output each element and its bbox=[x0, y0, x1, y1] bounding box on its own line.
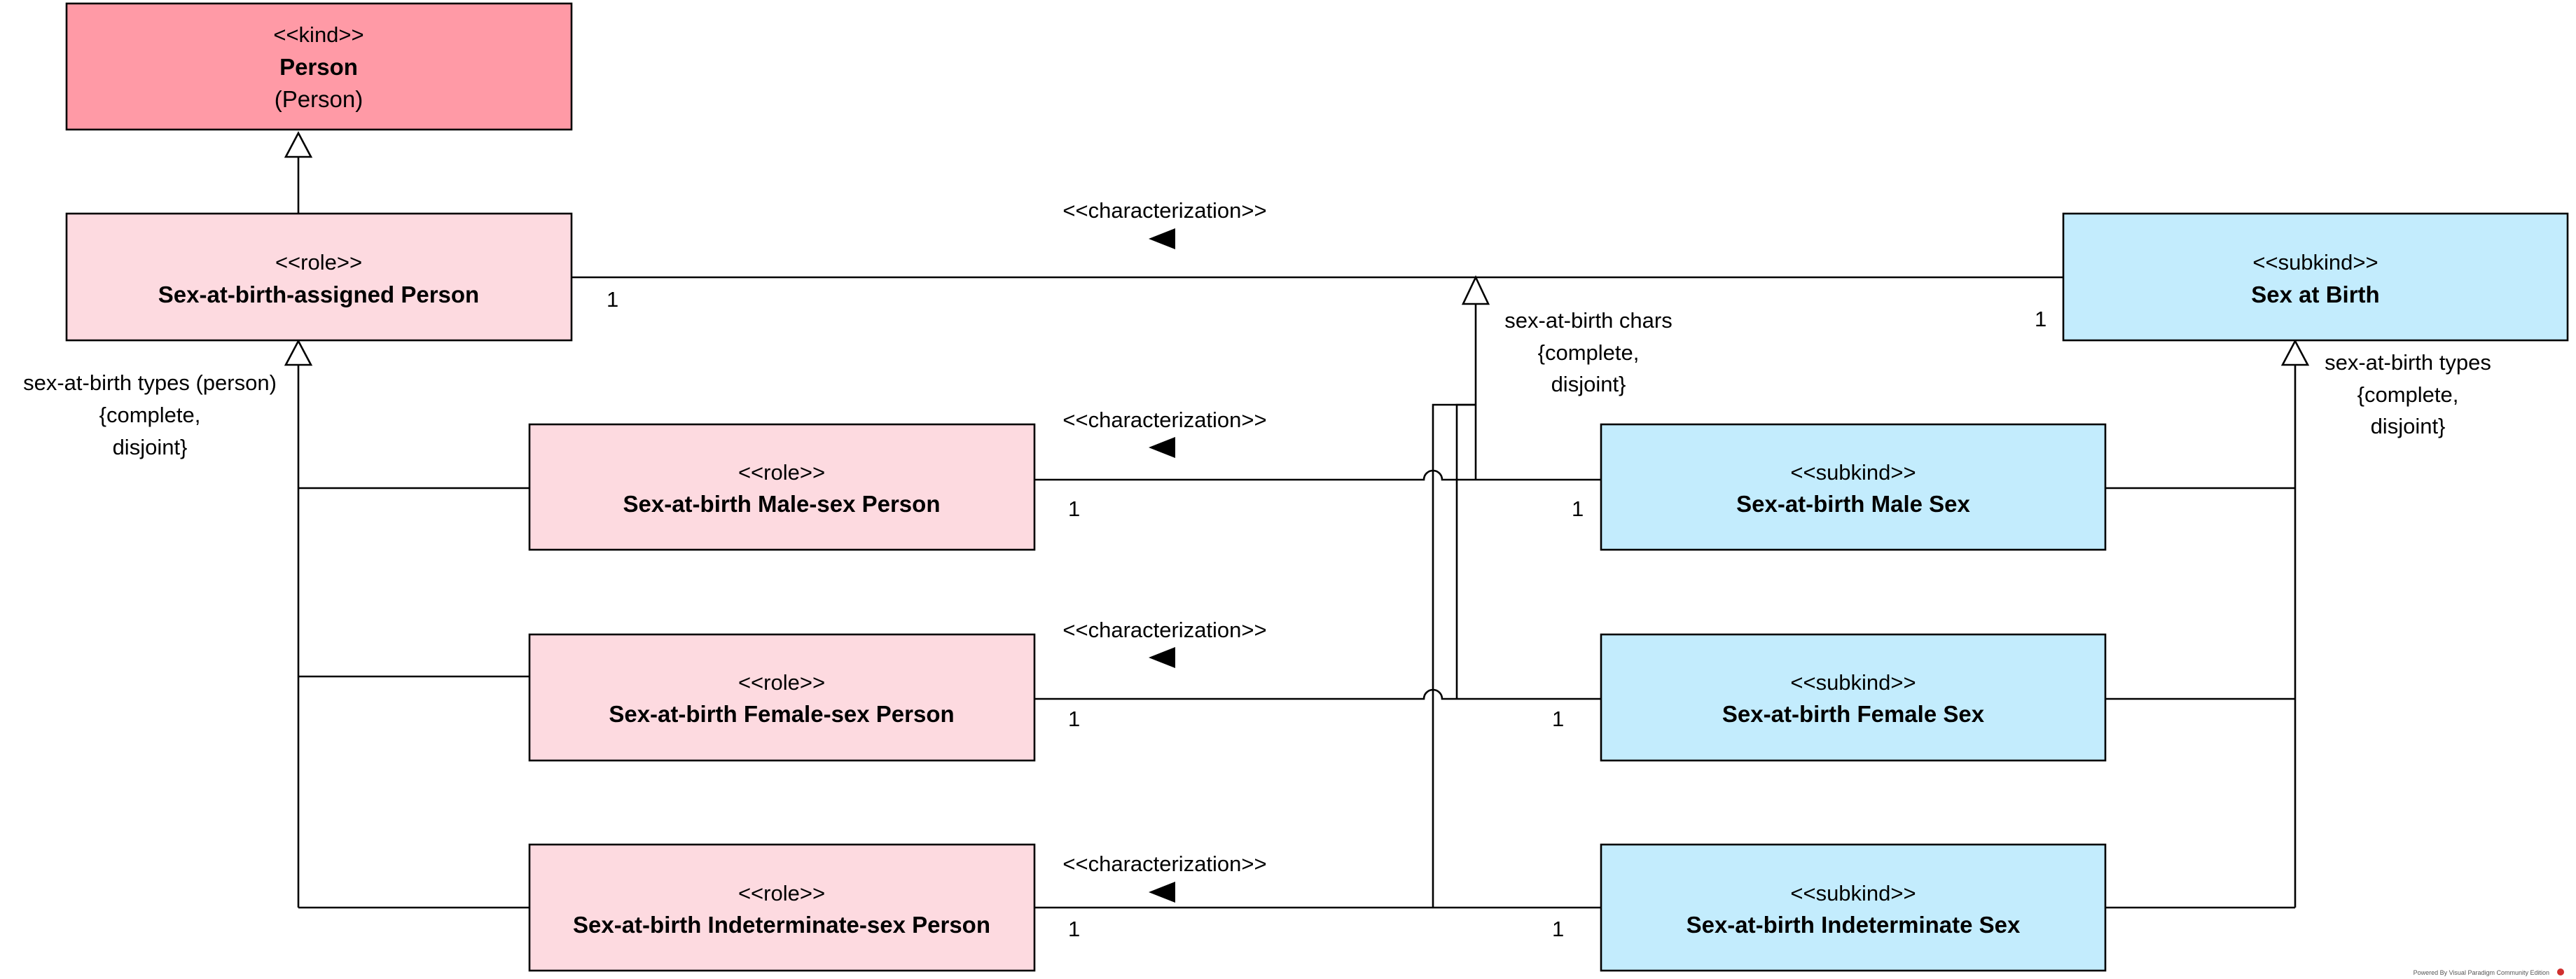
triangle-assigned bbox=[284, 339, 313, 366]
class-indet-person-name: Sex-at-birth Indeterminate-sex Person bbox=[573, 912, 990, 938]
class-male-person-name: Sex-at-birth Male-sex Person bbox=[623, 491, 941, 517]
class-assigned-person-stereotype: <<role>> bbox=[275, 250, 362, 275]
multiplicity-top-left: 1 bbox=[607, 287, 618, 312]
class-female-sex-stereotype: <<subkind>> bbox=[1790, 670, 1916, 695]
multiplicity-male-right: 1 bbox=[1572, 497, 1584, 521]
arrow-top bbox=[1149, 228, 1175, 249]
genset-chars-line2: {complete, bbox=[1538, 340, 1640, 365]
multiplicity-female-right: 1 bbox=[1552, 707, 1564, 731]
class-indet-person-stereotype: <<role>> bbox=[738, 881, 825, 905]
class-assigned-person[interactable]: <<role>> Sex-at-birth-assigned Person bbox=[65, 212, 573, 342]
class-sex-at-birth-box bbox=[2062, 212, 2569, 342]
association-male-line[interactable] bbox=[1035, 469, 1601, 481]
genset-sex-types-label: sex-at-birth types {complete, disjoint} bbox=[2325, 350, 2491, 438]
class-female-person-name: Sex-at-birth Female-sex Person bbox=[609, 701, 954, 727]
class-indet-person-box bbox=[528, 843, 1036, 972]
class-person-stereotype: <<kind>> bbox=[273, 22, 363, 47]
association-top-label: <<characterization>> bbox=[1062, 198, 1266, 223]
class-person-box bbox=[65, 2, 573, 131]
association-indet-label: <<characterization>> bbox=[1062, 852, 1266, 876]
triangle-sex-at-birth bbox=[2280, 339, 2310, 366]
genset-person-types-line2: {complete, bbox=[99, 403, 201, 427]
class-indet-sex[interactable]: <<subkind>> Sex-at-birth Indeterminate S… bbox=[1600, 843, 2107, 972]
generalization-chars-female[interactable] bbox=[1455, 403, 1476, 699]
watermark-logo-icon bbox=[2557, 968, 2564, 975]
class-indet-sex-box bbox=[1600, 843, 2107, 972]
class-male-person-stereotype: <<role>> bbox=[738, 460, 825, 485]
class-male-sex-stereotype: <<subkind>> bbox=[1790, 460, 1916, 485]
arrow-male bbox=[1149, 437, 1175, 458]
class-person-alias: (Person) bbox=[275, 86, 363, 112]
class-sex-at-birth-name: Sex at Birth bbox=[2251, 282, 2379, 307]
class-female-sex-name: Sex-at-birth Female Sex bbox=[1722, 701, 1985, 727]
class-sex-at-birth-stereotype: <<subkind>> bbox=[2252, 250, 2378, 275]
genset-sex-types-line1: sex-at-birth types bbox=[2325, 350, 2491, 375]
multiplicity-indet-right: 1 bbox=[1552, 917, 1564, 941]
class-male-person[interactable]: <<role>> Sex-at-birth Male-sex Person bbox=[528, 423, 1036, 551]
class-male-sex-box bbox=[1600, 423, 2107, 551]
genset-chars-line1: sex-at-birth chars bbox=[1504, 308, 1672, 333]
class-female-person-box bbox=[528, 633, 1036, 762]
multiplicity-top-right: 1 bbox=[2035, 307, 2047, 331]
triangle-person bbox=[284, 131, 313, 158]
connectors bbox=[297, 157, 2297, 909]
genset-person-types-label: sex-at-birth types (person) {complete, d… bbox=[23, 370, 277, 459]
association-labels: <<characterization>> <<characterization>… bbox=[607, 198, 2047, 941]
generalization-arrowheads bbox=[284, 131, 2310, 366]
arrow-female bbox=[1149, 647, 1175, 668]
class-person[interactable]: <<kind>> Person (Person) bbox=[65, 2, 573, 131]
class-female-person[interactable]: <<role>> Sex-at-birth Female-sex Person bbox=[528, 633, 1036, 762]
class-indet-person[interactable]: <<role>> Sex-at-birth Indeterminate-sex … bbox=[528, 843, 1036, 972]
class-female-person-stereotype: <<role>> bbox=[738, 670, 825, 695]
genset-person-types-line3: disjoint} bbox=[113, 435, 188, 459]
genset-sex-types-line3: disjoint} bbox=[2371, 414, 2446, 438]
class-male-sex-name: Sex-at-birth Male Sex bbox=[1736, 491, 1970, 517]
arrow-indet bbox=[1149, 882, 1175, 903]
class-indet-sex-name: Sex-at-birth Indeterminate Sex bbox=[1687, 912, 2021, 938]
class-assigned-person-name: Sex-at-birth-assigned Person bbox=[158, 282, 479, 307]
multiplicity-indet-left: 1 bbox=[1068, 917, 1080, 941]
class-female-sex[interactable]: <<subkind>> Sex-at-birth Female Sex bbox=[1600, 633, 2107, 762]
genset-chars-line3: disjoint} bbox=[1551, 372, 1626, 396]
class-indet-sex-stereotype: <<subkind>> bbox=[1790, 881, 1916, 905]
class-male-sex[interactable]: <<subkind>> Sex-at-birth Male Sex bbox=[1600, 423, 2107, 551]
class-female-sex-box bbox=[1600, 633, 2107, 762]
direction-arrows bbox=[1149, 228, 1175, 903]
multiplicity-female-left: 1 bbox=[1068, 707, 1080, 731]
class-male-person-box bbox=[528, 423, 1036, 551]
multiplicity-male-left: 1 bbox=[1068, 497, 1080, 521]
class-sex-at-birth[interactable]: <<subkind>> Sex at Birth bbox=[2062, 212, 2569, 342]
triangle-top-characterization bbox=[1461, 275, 1490, 305]
footer-watermark: Powered By Visual Paradigm Community Edi… bbox=[2414, 969, 2549, 976]
association-female-label: <<characterization>> bbox=[1062, 618, 1266, 642]
association-male-label: <<characterization>> bbox=[1062, 408, 1266, 432]
genset-person-types-line1: sex-at-birth types (person) bbox=[23, 370, 277, 395]
class-assigned-person-box bbox=[65, 212, 573, 342]
class-person-name: Person bbox=[279, 54, 358, 80]
genset-sex-types-line2: {complete, bbox=[2357, 382, 2459, 407]
association-female-line[interactable] bbox=[1035, 688, 1601, 700]
genset-chars-label: sex-at-birth chars {complete, disjoint} bbox=[1504, 308, 1672, 396]
